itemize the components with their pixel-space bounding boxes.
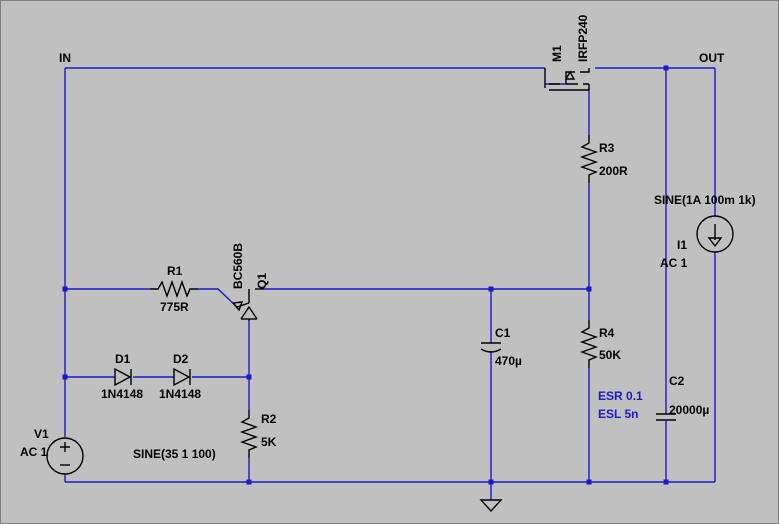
ground-symbol (479, 499, 503, 513)
d1-triangle (114, 367, 132, 387)
d1-value-label: 1N4148 (101, 387, 143, 401)
current-source-i1[interactable] (696, 215, 734, 253)
voltage-source-v1[interactable] (46, 437, 84, 475)
v1-name-label: V1 (34, 427, 49, 441)
resistor-r2[interactable] (239, 410, 259, 458)
d2-value-label: 1N4148 (159, 387, 201, 401)
m1-body (565, 68, 590, 84)
mosfet-m1[interactable] (544, 68, 590, 91)
r3-name-label: R3 (599, 141, 615, 155)
junction-dot (663, 65, 669, 71)
capacitor-c1[interactable] (480, 342, 502, 353)
r4-name-label: R4 (599, 326, 615, 340)
m1-value-label: IRFP240 (576, 14, 590, 62)
q1-arrow (231, 301, 244, 312)
wires (64, 67, 716, 500)
c2-name-label: C2 (669, 374, 685, 388)
v1-value-label: AC 1 (20, 445, 48, 459)
i1-spice-label: SINE(1A 100m 1k) (654, 193, 756, 207)
junction-dot (246, 374, 252, 380)
resistor-r1[interactable] (150, 279, 198, 299)
r2-name-label: R2 (261, 412, 277, 426)
m1-arrow (564, 70, 576, 80)
q1-name-label: Q1 (255, 273, 269, 289)
v1-spice-label: SINE(35 1 100) (133, 447, 216, 461)
junction-dot (246, 479, 252, 485)
junction-dot (488, 286, 494, 292)
junction-dot (586, 286, 592, 292)
d2-name-label: D2 (173, 352, 189, 366)
i1-name-label: I1 (677, 238, 687, 252)
capacitor-c2[interactable] (656, 413, 676, 421)
c1-value-label: 470µ (495, 354, 522, 368)
q1-value-label: BC560B (231, 243, 245, 289)
c2-esr-label: ESR 0.1 (598, 389, 643, 403)
r4-value-label: 50K (599, 348, 621, 362)
wire-r1-to-q1-emitter (198, 288, 238, 308)
v1-circle (46, 437, 84, 475)
resistor-r4[interactable] (579, 320, 599, 368)
i1-circle (696, 215, 734, 253)
labels: IN OUT M1 IRFP240 R3 200R R1 775R BC560B… (20, 14, 756, 461)
junction-dot (62, 374, 68, 380)
junction-dot (62, 286, 68, 292)
m1-name-label: M1 (550, 45, 564, 62)
r1-value-label: 775R (160, 300, 189, 314)
resistor-r3[interactable] (579, 135, 599, 183)
r3-value-label: 200R (599, 164, 628, 178)
diode-d2[interactable] (173, 367, 191, 387)
q1-base-lines (236, 289, 250, 308)
d2-triangle (173, 367, 191, 387)
c2-esl-label: ESL 5n (598, 407, 638, 421)
junction-dot (488, 479, 494, 485)
q1-body (240, 305, 258, 320)
v1-plus (60, 442, 70, 452)
c1-plate-bottom (480, 348, 502, 353)
junctions (62, 65, 669, 485)
junction-dot (586, 479, 592, 485)
d1-name-label: D1 (115, 352, 131, 366)
i1-value-label: AC 1 (660, 256, 688, 270)
transistor-q1[interactable] (231, 288, 264, 321)
net-label-out: OUT (699, 51, 725, 65)
i1-arrow-head (707, 237, 723, 248)
c2-value-label: 20000µ (669, 403, 709, 417)
r2-value-label: 5K (261, 435, 277, 449)
net-label-in: IN (59, 51, 71, 65)
c1-name-label: C1 (495, 326, 511, 340)
junction-dot (663, 479, 669, 485)
r1-name-label: R1 (167, 264, 183, 278)
diode-d1[interactable] (114, 367, 132, 387)
